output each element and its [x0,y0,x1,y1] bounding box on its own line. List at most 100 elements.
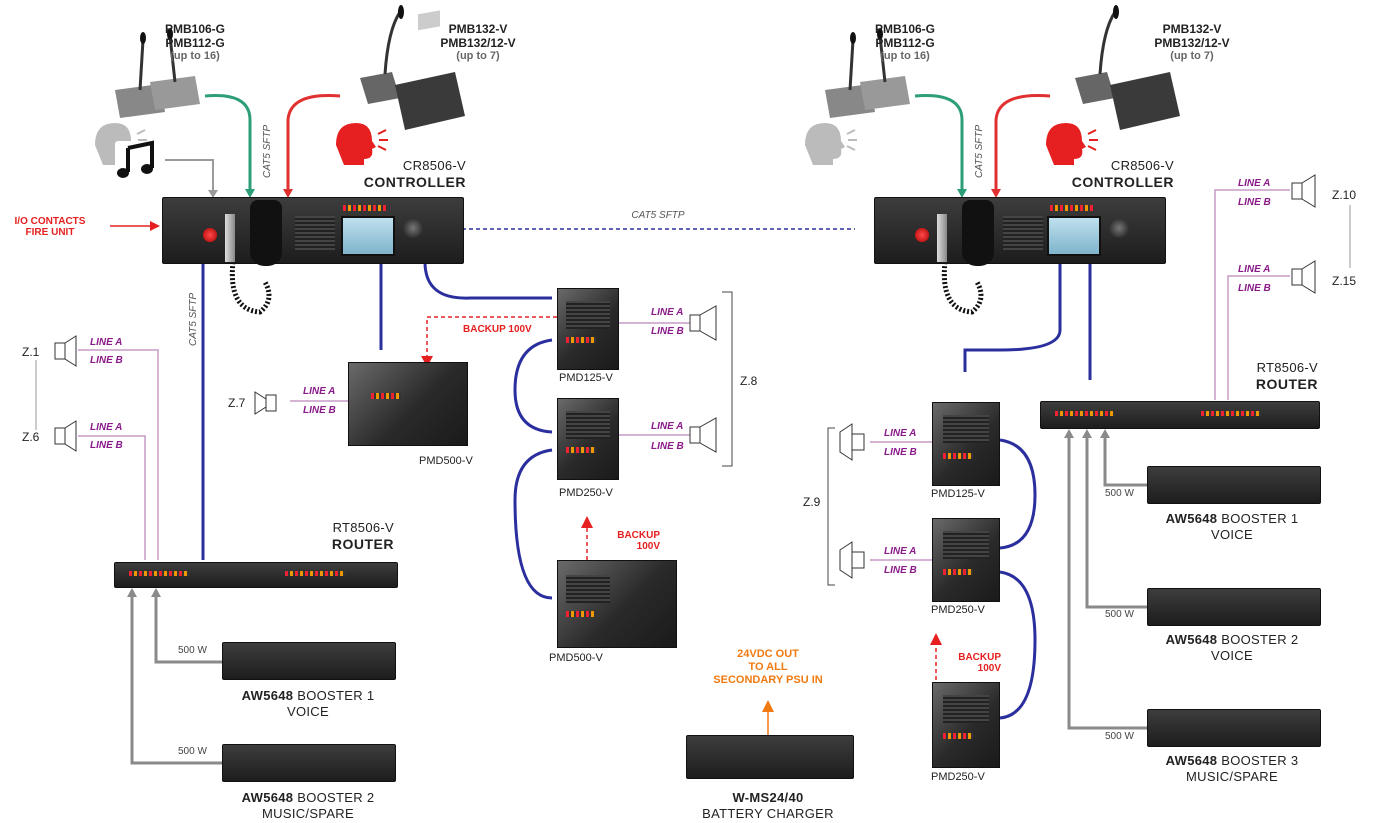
lcd-screen [341,216,395,256]
emergency-button [203,228,217,242]
controller-model: CR8506-V [402,158,466,173]
booster-label: AW5648 BOOSTER 3 MUSIC/SPARE [1166,753,1299,785]
model-label: PMB106-G [164,22,226,36]
router-unit [1040,401,1320,429]
arrow-head [283,189,293,198]
zone-label: Z.9 [803,495,821,509]
model-label: PMB112-G [165,36,225,50]
pmd500-label: PMD500-V [419,455,473,467]
watts-label: 500 W [1105,609,1134,620]
controller-unit [162,197,464,264]
speaker-icon [689,417,717,453]
booster-role: BOOSTER 1 [1221,511,1299,526]
line-a-label: LINE A [90,337,123,348]
model-label: PMB132/12-V [1154,36,1230,50]
booster-role: BOOSTER 2 [297,790,375,805]
pmd250-unit [932,518,1000,602]
gooseneck-mic-icon [225,214,235,262]
status-leds [943,453,973,459]
booster-cable [130,590,222,765]
line-b-label: LINE B [651,326,684,337]
quantity-note: (up to 7) [456,50,500,62]
arrow-head [127,588,137,597]
speaker-icon [1291,174,1316,208]
arrow-head [208,190,218,198]
booster-cable [1067,432,1147,730]
io-line1: I/O CONTACTS [14,216,86,227]
pmd250-label: PMD250-V [559,487,613,499]
volume-knob [1109,218,1129,238]
status-leds [1050,205,1094,211]
watts-label: 500 W [1105,731,1134,742]
status-leds [566,337,596,343]
alert-head-icon [1046,123,1098,165]
red-cable [994,94,1051,195]
speaker-icon [1291,260,1316,294]
line-a-label: LINE A [1238,264,1271,275]
status-leds [943,733,973,739]
router-unit [114,562,398,588]
pmd250-unit [932,682,1000,768]
booster-role: BOOSTER 2 [1221,632,1299,647]
status-leds [343,205,387,211]
charger-note-line: SECONDARY PSU IN [713,674,823,686]
pmd125-unit [932,402,1000,486]
pmd125-unit [557,288,619,370]
model-label: PMB112-G [875,36,935,50]
booster-label: AW5648 BOOSTER 2 MUSIC/SPARE [242,790,375,822]
speaker-icon [689,305,717,341]
charger-name: BATTERY CHARGER [702,806,834,821]
booster-model: AW5648 [241,688,294,703]
booster-unit [1147,709,1321,747]
booster-sub: MUSIC/SPARE [262,806,354,821]
backup-line2: 100V [977,663,1001,674]
pmd250-label: PMD250-V [931,771,985,783]
quantity-note: (up to 16) [880,50,930,62]
controller-pmd125-cable [963,262,1062,372]
line-b-label: LINE B [884,565,917,576]
zone-label: Z.15 [1332,274,1357,288]
status-leds [285,571,345,576]
pmb-std-label: PMB106-G PMB112-G (up to 16) [165,22,225,63]
pmd-chain [513,338,553,600]
desk-mic-icon [360,5,465,130]
pmd250-unit [557,398,619,480]
spk-wire [78,435,146,560]
spk-wire [78,349,159,560]
line-a-label: LINE A [884,428,917,439]
pmd125-label: PMD125-V [931,488,985,500]
router-name: ROUTER [331,536,394,552]
volume-knob [403,218,423,238]
zone-label: Z.6 [22,430,40,444]
line-b-label: LINE B [1238,197,1271,208]
speaker-icon [839,423,865,461]
backup-label: BACKUP 100V [463,324,532,335]
handheld-mic-icon [962,200,994,266]
booster-label: AW5648 BOOSTER 1 VOICE [242,688,375,720]
pmd500-unit [348,362,468,446]
booster-unit [1147,588,1321,626]
battery-charger-unit [686,735,854,779]
line-a-label: LINE A [303,386,336,397]
status-leds [1201,411,1261,416]
zone-label: Z.7 [228,396,246,410]
arrow-head [581,516,593,528]
speaker-icon [54,420,77,452]
charger-model: W-MS24/40 [732,790,804,805]
arrow-head [151,588,161,597]
status-leds [371,393,401,399]
arrow-head [1064,429,1074,438]
backup-label: BACKUP 100V [958,652,1001,674]
arrow-head [421,356,433,367]
speaker-grille [566,411,610,439]
io-contacts-label: I/O CONTACTS FIRE UNIT [15,216,86,238]
desk-mic-icon [1075,5,1180,130]
speaker-grille [943,531,989,559]
speaker-grille [943,415,989,443]
speaker-grille [943,695,989,723]
booster-unit [1147,466,1321,504]
status-leds [566,611,596,617]
router-name: ROUTER [1255,376,1318,392]
charger-note: 24VDC OUT TO ALL SECONDARY PSU IN [713,648,822,687]
booster-role: BOOSTER 1 [297,688,375,703]
